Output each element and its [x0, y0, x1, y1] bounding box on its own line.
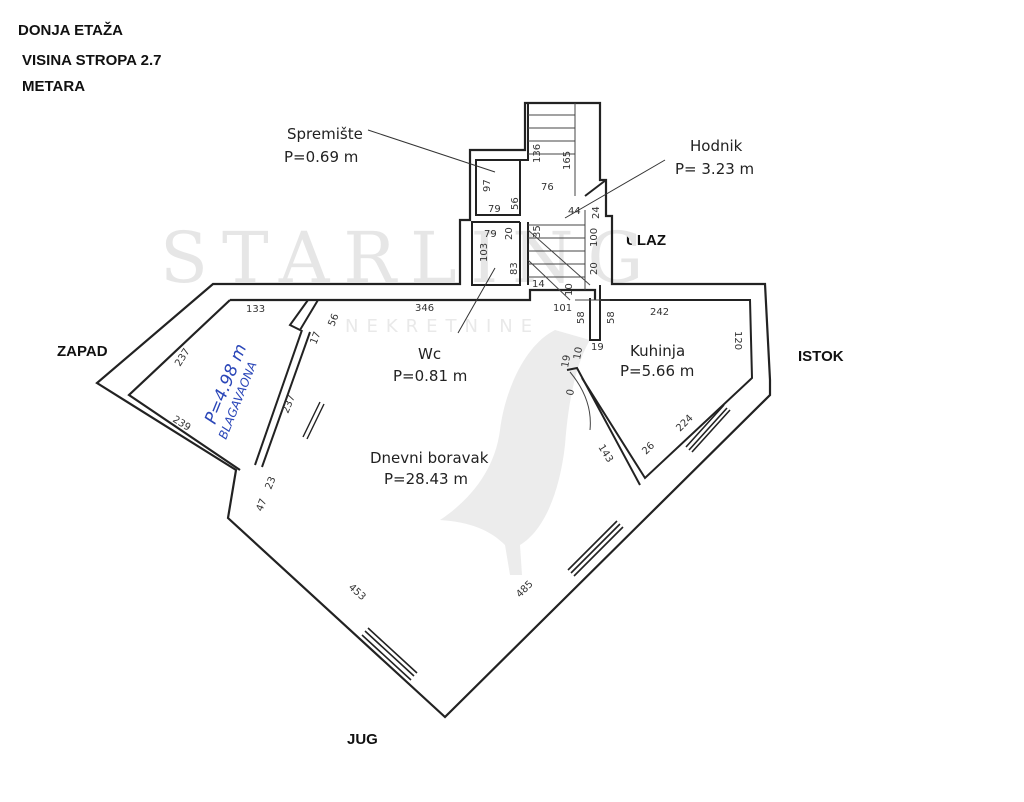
dim-label: 136 — [532, 144, 543, 163]
room-area-wc: P=0.81 m — [393, 367, 467, 385]
dim-label: 58 — [606, 311, 617, 324]
dining-arrow — [302, 401, 325, 440]
dim-label: 76 — [541, 182, 554, 193]
dim-label: 10 — [564, 283, 575, 296]
room-area-dnevni-boravak: P=28.43 m — [384, 470, 468, 488]
dim-label: 101 — [553, 303, 572, 314]
leader-lines — [367, 129, 666, 334]
dim-label: 453 — [346, 582, 368, 603]
windows — [361, 404, 731, 681]
direction-east: ISTOK — [798, 348, 844, 365]
dim-label: 23 — [264, 475, 279, 491]
ceiling-height: VISINA STROPA 2.7 — [22, 52, 162, 69]
dim-label: 346 — [415, 303, 434, 314]
dim-label: 24 — [591, 206, 602, 219]
dim-label: 44 — [568, 206, 581, 217]
dim-label: 79 — [488, 204, 501, 215]
interior-walls — [254, 103, 754, 486]
staircase — [527, 103, 591, 301]
watermark-bird-icon — [440, 330, 590, 575]
direction-south: JUG — [347, 731, 378, 748]
dim-label: 100 — [589, 228, 600, 247]
room-area-spremiste: P=0.69 m — [284, 148, 358, 166]
dim-label: 143 — [595, 443, 614, 465]
room-label-wc: Wc — [418, 345, 441, 363]
dim-label: 26 — [640, 440, 657, 457]
floor-title: DONJA ETAŽA — [18, 22, 123, 39]
dim-label: 83 — [509, 262, 520, 275]
room-label-hodnik: Hodnik — [690, 137, 743, 155]
dim-label: 20 — [504, 227, 515, 240]
room-area-hodnik: P= 3.23 m — [675, 160, 754, 178]
dim-label: 56 — [327, 312, 342, 328]
dim-label: 17 — [309, 330, 324, 346]
room-area-kuhinja: P=5.66 m — [620, 362, 694, 380]
dim-label: 58 — [576, 311, 587, 324]
dim-label: 237 — [281, 393, 298, 415]
dim-label: 165 — [562, 151, 573, 170]
dim-label: 103 — [479, 243, 490, 262]
dim-label: 224 — [674, 413, 695, 434]
dim-label: 133 — [246, 304, 265, 315]
dim-label: 14 — [532, 279, 545, 290]
dim-label: 0 — [565, 388, 577, 396]
dim-label: 20 — [589, 262, 600, 275]
dim-label: 10 — [572, 346, 585, 360]
room-label-dnevni-boravak: Dnevni boravak — [370, 449, 489, 467]
direction-entrance: ULAZ — [626, 232, 666, 249]
dim-label: 19 — [560, 354, 573, 368]
dim-label: 56 — [510, 197, 521, 210]
outer-walls — [95, 101, 772, 719]
dim-label: 35 — [532, 225, 543, 238]
dim-label: 79 — [484, 229, 497, 240]
door-arcs — [569, 299, 610, 431]
dim-label: 97 — [482, 179, 493, 192]
watermark-text: STARLING — [160, 217, 657, 299]
dim-label: 485 — [514, 579, 535, 600]
room-label-spremiste: Spremište — [287, 125, 363, 143]
ceiling-unit: METARA — [22, 78, 86, 95]
room-label-kuhinja: Kuhinja — [630, 342, 685, 360]
dim-label: 47 — [255, 497, 270, 513]
dim-label: 19 — [591, 342, 604, 353]
dim-label: 242 — [650, 307, 669, 318]
watermark-subtext: NEKRETNINE — [345, 316, 540, 337]
dim-label: 120 — [732, 331, 743, 350]
direction-west: ZAPAD — [57, 343, 108, 360]
